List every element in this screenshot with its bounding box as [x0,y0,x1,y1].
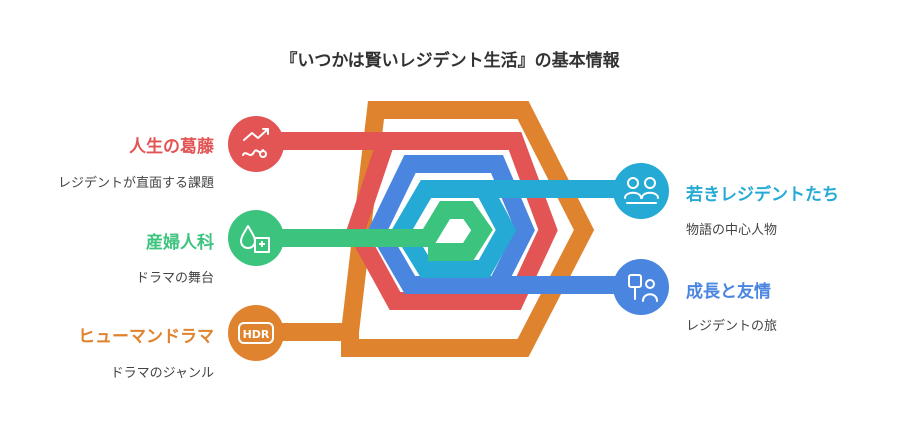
page-title: 『いつかは賢いレジデント生活』の基本情報 [280,51,620,71]
genre-label: ヒューマンドラマ [78,327,214,347]
orange-path [261,101,595,357]
svg-text:HDR: HDR [243,328,270,341]
chart-trend-icon [242,128,269,158]
green-path [261,201,493,261]
residents-icon-circle [613,163,669,219]
conflict-label: 人生の葛藤 [129,137,214,157]
blue-path [367,155,640,294]
obgyn-label: 産婦人科 [146,233,214,253]
conflict-desc: レジデントが直面する課題 [57,176,214,191]
residents-label: 若きレジデントたち [686,185,839,205]
friendship-icon [628,274,658,302]
obgyn-desc: ドラマの舞台 [135,271,214,286]
people-group-icon [624,177,659,204]
cyan-path [391,180,640,278]
hdr-icon: HDR [238,322,274,344]
genre-desc: ドラマのジャンル [110,366,214,381]
growth-label: 成長と友情 [686,282,771,302]
red-path [261,132,558,310]
growth-desc: レジデントの旅 [686,319,778,334]
genre-icon-circle [228,305,284,361]
residents-desc: 物語の中心人物 [686,223,778,238]
conflict-icon-circle [228,116,284,172]
hospital-drop-icon [240,225,270,253]
